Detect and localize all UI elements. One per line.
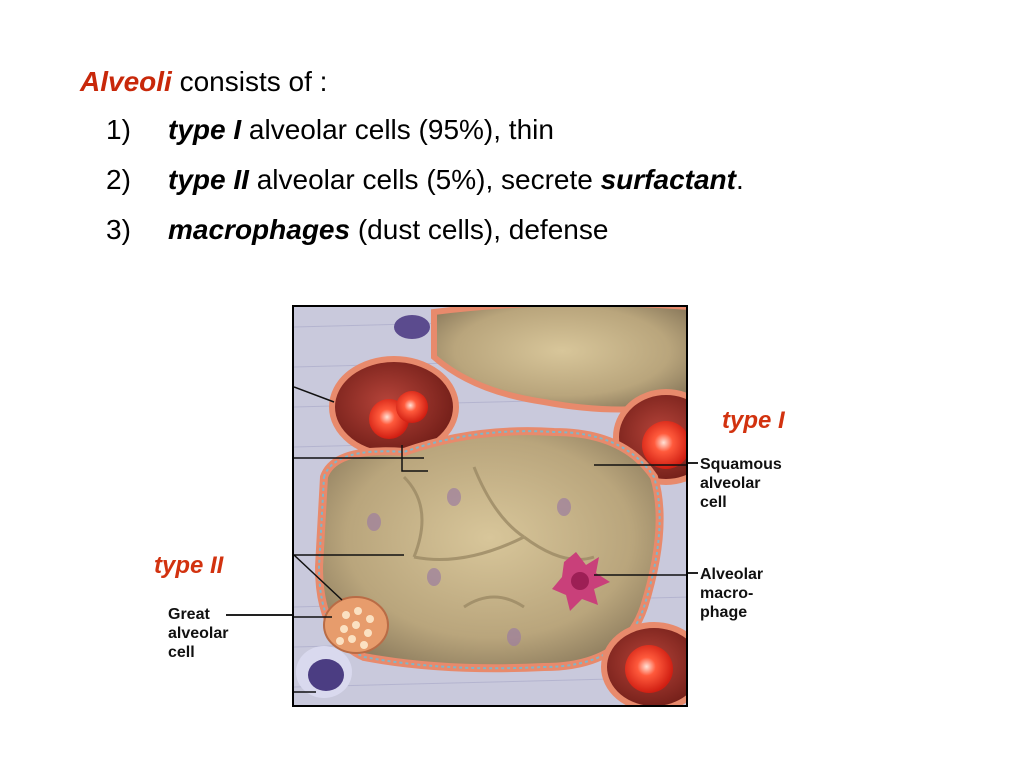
list-term: type II xyxy=(168,164,249,195)
list-number: 2) xyxy=(106,164,131,195)
list-text: alveolar cells (5%), secrete xyxy=(256,164,601,195)
label-type-i: type I xyxy=(722,407,785,434)
list-item: 3) macrophages (dust cells), defense xyxy=(106,212,608,248)
alveolus-svg xyxy=(294,307,686,705)
label-alveolar-macrophage: Alveolar macro- phage xyxy=(700,566,764,621)
list-term: type I xyxy=(168,114,242,145)
leader-macrophage xyxy=(688,572,698,574)
list-text: alveolar cells (95%), thin xyxy=(248,114,554,145)
list-term: macrophages xyxy=(168,214,351,245)
alveolus-illustration xyxy=(292,305,688,707)
label-great-alveolar-cell: Great alveolar cell xyxy=(168,606,229,661)
leader-great xyxy=(226,614,292,616)
title-term: Alveoli xyxy=(80,66,172,97)
slide-title: Alveoli consists of : xyxy=(80,64,327,100)
list-text: (dust cells), defense xyxy=(357,214,609,245)
list-number: 3) xyxy=(106,214,131,245)
label-squamous-cell: Squamous alveolar cell xyxy=(700,456,782,511)
list-end: . xyxy=(735,164,744,195)
title-rest: consists of : xyxy=(179,66,328,97)
list-item: 2) type II alveolar cells (5%), secrete s… xyxy=(106,162,744,198)
list-item: 1) type I alveolar cells (95%), thin xyxy=(106,112,554,148)
leader-squamous xyxy=(688,462,698,464)
label-type-ii: type II xyxy=(154,552,224,579)
list-number: 1) xyxy=(106,114,131,145)
list-term-secondary: surfactant xyxy=(600,164,736,195)
